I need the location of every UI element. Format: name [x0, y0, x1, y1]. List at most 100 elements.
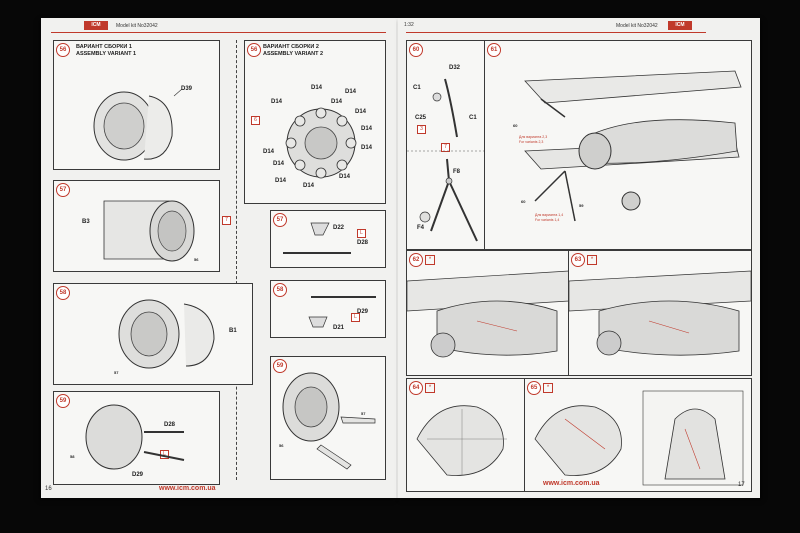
part-label: F8 [453, 169, 461, 175]
ref-box: L [351, 313, 360, 322]
left-page: ICM Model kit No32042 7 56 ВАРИАНТ СБОРК… [41, 18, 396, 498]
sub-ref: 59 [579, 203, 584, 208]
part-label: D14 [311, 85, 323, 91]
variant-note: For variants 2,3 [519, 140, 544, 144]
sub-ref: 56 [279, 443, 284, 448]
panel-title-en: ASSEMBLY VARIANT 1 [76, 51, 137, 57]
pushrod-illustration [308, 296, 376, 328]
paint-mark: * [543, 383, 553, 393]
step-number: 60 [409, 43, 423, 57]
sub-ref: 58 [70, 454, 75, 459]
part-label: D14 [303, 183, 315, 189]
icm-logo: ICM [668, 21, 692, 30]
footer-url[interactable]: www.icm.com.ua [543, 480, 600, 487]
step-panel-59-variant2: 59 57 56 58 [270, 356, 386, 480]
part-label: D29 [357, 309, 369, 315]
paint-mark: * [587, 255, 597, 265]
propeller-illustration [407, 78, 485, 242]
variant-note: For variants 1,4 [535, 218, 560, 222]
radial-engine-illustration [285, 107, 357, 179]
pushrod-illustration [283, 222, 351, 254]
sub-ref: 57 [114, 370, 119, 375]
sub-ref: 56 [194, 257, 199, 262]
part-label: B1 [229, 328, 237, 334]
fuselage-detail-illustration [407, 270, 569, 358]
icm-logo: ICM [84, 21, 108, 30]
part-label: C1 [469, 115, 477, 121]
fuselage-detail-illustration [569, 270, 751, 356]
biplane-illustration [524, 70, 742, 222]
ref-box: L [357, 229, 366, 238]
part-label: C25 [415, 115, 427, 121]
part-label: F4 [417, 225, 425, 231]
step-panel-59: 59 D28 D29 L 58 [53, 391, 220, 485]
step-number: 65 [527, 381, 541, 395]
step-number: 58 [56, 286, 70, 300]
part-label: D22 [333, 225, 345, 231]
step-number: 63 [571, 253, 585, 267]
step-number: 64 [409, 381, 423, 395]
step-panel-57: 57 B3 56 [53, 180, 220, 272]
part-label: D14 [331, 99, 343, 105]
step-panel-63: 63 * [568, 250, 752, 376]
engine-assembly-illustration [118, 299, 215, 369]
step-panel-65: 65 * [524, 378, 752, 492]
panel-title-ru: ВАРИАНТ СБОРКИ 1 [76, 44, 132, 50]
step-panel-56-variant1: 56 ВАРИАНТ СБОРКИ 1 ASSEMBLY VARIANT 1 D… [53, 40, 220, 170]
engine-exhaust-illustration [282, 372, 376, 470]
page-number: 16 [45, 486, 52, 492]
ref-box: 7 [441, 143, 450, 152]
part-label: D14 [273, 161, 285, 167]
page-number: 17 [738, 482, 745, 488]
step-panel-60: 60 D32 C1 C1 C25 F8 F4 3 7 [406, 40, 486, 250]
part-label: D28 [357, 240, 369, 246]
part-label: D14 [339, 174, 351, 180]
part-label: C1 [413, 85, 421, 91]
panel-title-ru: ВАРИАНТ СБОРКИ 2 [263, 44, 319, 50]
book-spine [392, 18, 402, 498]
step-number: 62 [409, 253, 423, 267]
sub-ref: 57 [361, 411, 366, 416]
part-label: D14 [271, 99, 283, 105]
part-label: D14 [361, 126, 373, 132]
step-panel-62: 62 * [406, 250, 570, 376]
paint-mark: * [425, 255, 435, 265]
ref-box: 7 [222, 216, 231, 225]
step-panel-58: 58 B1 57 [53, 283, 253, 385]
part-label: D14 [275, 178, 287, 184]
part-label: D14 [355, 109, 367, 115]
part-label: D28 [164, 422, 176, 428]
step-number: 56 [56, 43, 70, 57]
sub-ref: 60 [513, 123, 518, 128]
sub-ref: 60 [521, 199, 526, 204]
step-panel-58-variant2: 58 D29 D21 L [270, 280, 386, 338]
scale-label: 1:32 [404, 22, 414, 28]
ref-box: 6 [251, 116, 260, 125]
part-label: D32 [449, 65, 461, 71]
part-label: D14 [263, 149, 275, 155]
panel-title-en: ASSEMBLY VARIANT 2 [263, 51, 324, 57]
engine-rods-illustration [85, 404, 185, 470]
variant-divider [236, 40, 237, 480]
tail-illustration [534, 390, 744, 486]
step-panel-57-variant2: 57 D22 D28 L [270, 210, 386, 268]
engine-cowl-illustration [93, 88, 183, 161]
page-header: Model kit No32042 [616, 23, 658, 29]
part-label: D29 [132, 472, 144, 478]
tail-illustration [416, 405, 507, 476]
footer-url[interactable]: www.icm.com.ua [159, 485, 216, 492]
ref-box: 3 [417, 125, 426, 134]
page-header: Model kit No32042 [116, 23, 158, 29]
part-label: D39 [181, 86, 193, 92]
variant-note: Для варианта 1,4 [535, 213, 564, 217]
paint-mark: * [425, 383, 435, 393]
part-label: B3 [82, 219, 90, 225]
right-page: 1:32 Model kit No32042 ICM 60 D32 C1 C1 … [398, 18, 760, 498]
part-label: D14 [345, 89, 357, 95]
header-rule [406, 32, 706, 33]
part-label: D14 [361, 145, 373, 151]
step-number: 58 [273, 283, 287, 297]
step-number: 57 [56, 183, 70, 197]
step-number: 57 [273, 213, 287, 227]
step-panel-61: 61 Для варианта 2,3 For variants 2,3 Для… [484, 40, 752, 250]
